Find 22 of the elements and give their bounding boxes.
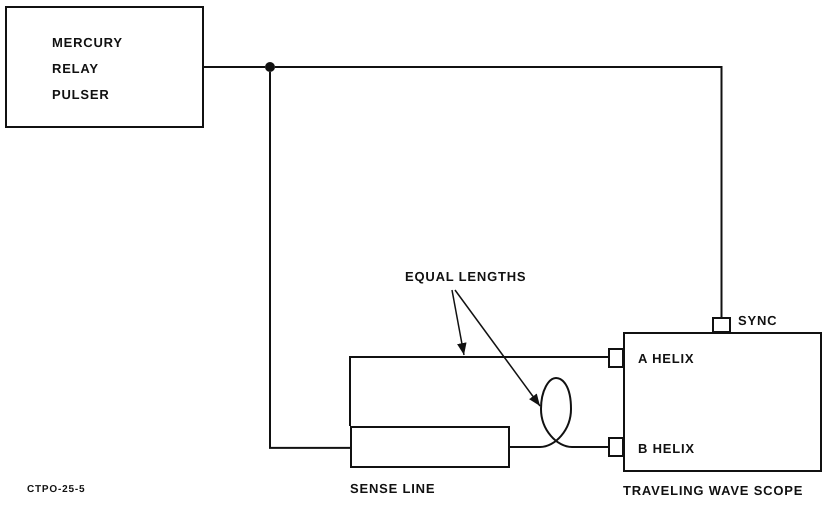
port-label: B HELIX (638, 440, 695, 458)
caption-label: TRAVELING WAVE SCOPE (623, 482, 804, 500)
connector-port (608, 348, 624, 368)
leader-arrow (454, 290, 541, 406)
port-label: A HELIX (638, 350, 694, 368)
figure-code: CTPO-25-5 (27, 483, 86, 497)
wire (349, 356, 608, 426)
wire (269, 72, 350, 449)
connector-port (608, 437, 624, 457)
connector-port (712, 317, 731, 333)
wire (204, 66, 265, 68)
equipment-box (623, 332, 822, 472)
equipment-box (350, 426, 510, 468)
leader-arrow (451, 290, 467, 356)
junction-dot (265, 62, 275, 72)
equipment-box (5, 6, 204, 128)
wire (510, 377, 608, 448)
callout-text: EQUAL LENGTHS (405, 268, 526, 286)
caption-label: SENSE LINE (350, 480, 436, 498)
caption-label: SYNC (738, 312, 778, 330)
box-label: MERCURY RELAY PULSER (52, 34, 124, 104)
wire (275, 66, 722, 317)
